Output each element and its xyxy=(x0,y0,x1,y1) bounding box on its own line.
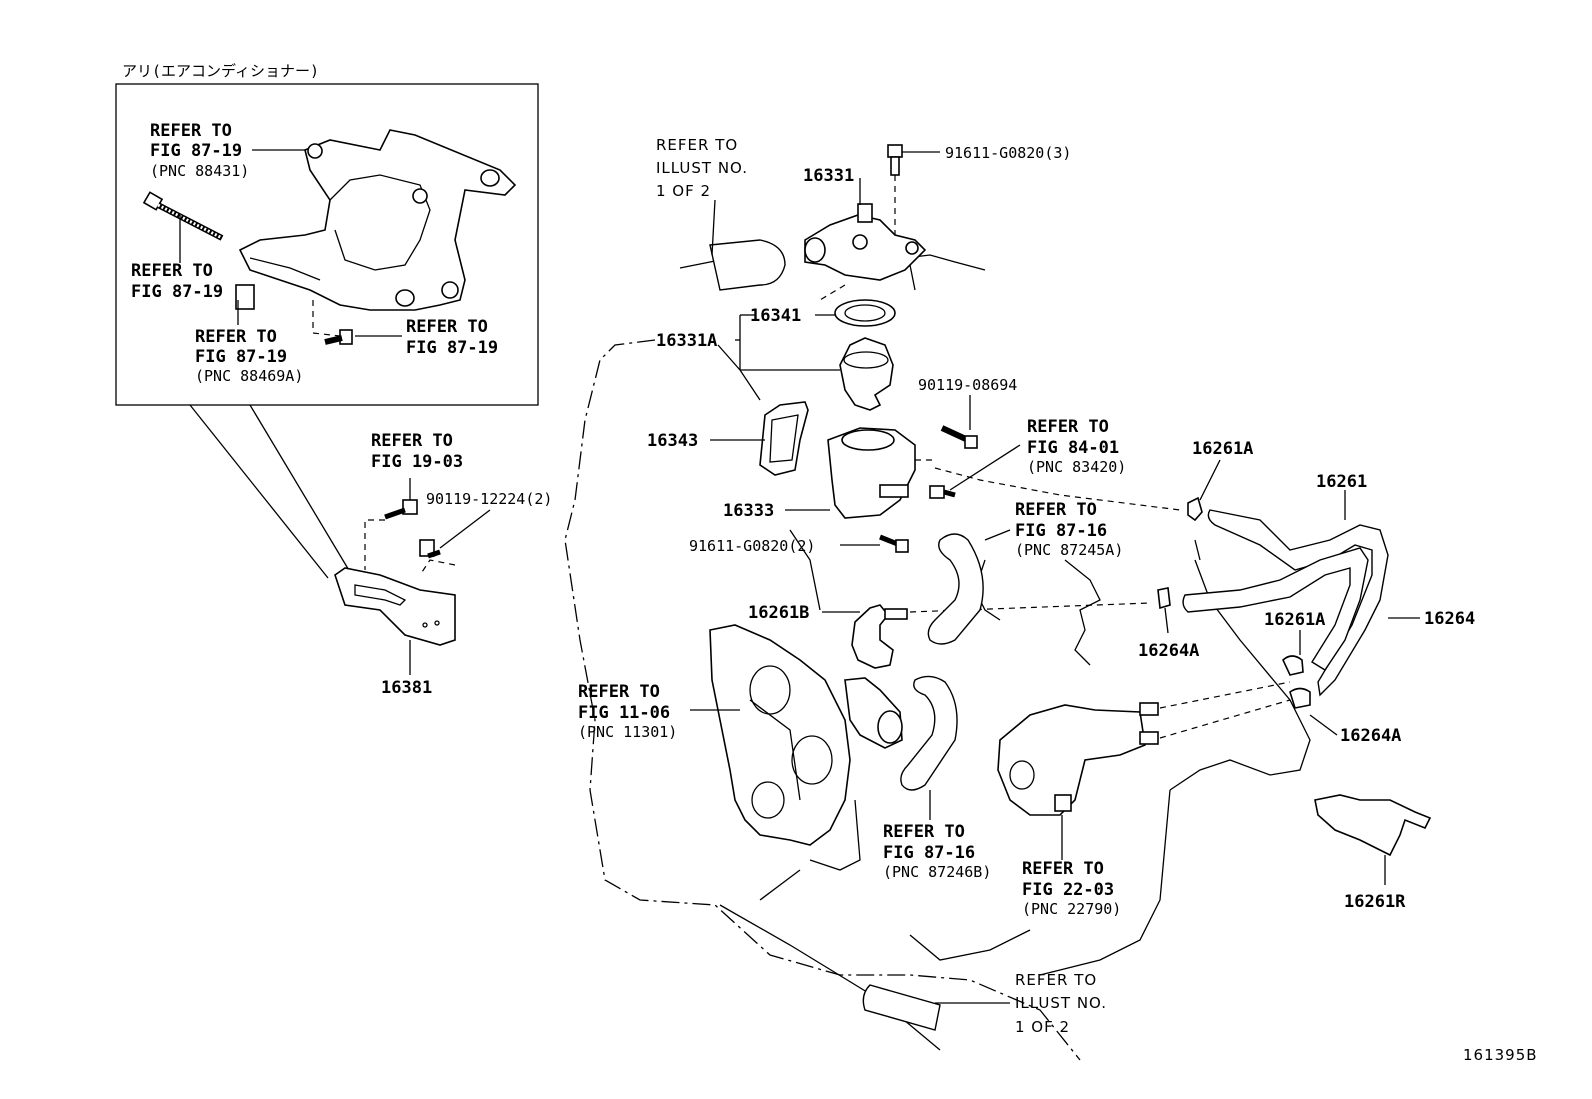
svg-text:FIG 84-01: FIG 84-01 xyxy=(1027,438,1119,458)
inset-frame xyxy=(115,83,539,406)
elbow-16261B-icon xyxy=(851,604,908,669)
bolt-91611-3-icon xyxy=(887,144,903,176)
nut-icon xyxy=(235,284,255,310)
svg-text:REFER TO: REFER TO xyxy=(150,121,232,141)
svg-text:(PNC 88431): (PNC 88431) xyxy=(150,162,249,180)
part-16261B[interactable]: 16261B xyxy=(748,603,809,623)
part-16264[interactable]: 16264 xyxy=(1424,609,1475,629)
ref-fig-87-16-a[interactable]: REFER TO FIG 87-16 (PNC 87245A) xyxy=(1015,500,1123,559)
gasket-16343-icon xyxy=(759,401,809,476)
part-16261A-1[interactable]: 16261A xyxy=(1192,439,1253,459)
svg-text:REFER TO: REFER TO xyxy=(656,136,738,154)
svg-text:FIG 87-16: FIG 87-16 xyxy=(883,843,975,863)
svg-text:REFER TO: REFER TO xyxy=(883,822,965,842)
svg-text:FIG 11-06: FIG 11-06 xyxy=(578,703,670,723)
svg-text:FIG 87-19: FIG 87-19 xyxy=(131,282,223,302)
water-pipe-icon xyxy=(844,677,903,749)
hose-16261-icon xyxy=(1207,509,1389,697)
svg-text:ILLUST NO.: ILLUST NO. xyxy=(1015,994,1107,1012)
ref-fig-19-03[interactable]: REFER TO FIG 19-03 xyxy=(371,431,463,472)
clip-16261A-1-icon xyxy=(1187,496,1203,522)
figure-code: 161395B xyxy=(1463,1046,1538,1064)
svg-text:FIG 87-19: FIG 87-19 xyxy=(150,141,242,161)
svg-text:FIG 19-03: FIG 19-03 xyxy=(371,452,463,472)
svg-text:(PNC 88469A): (PNC 88469A) xyxy=(195,367,303,385)
svg-text:FIG 22-03: FIG 22-03 xyxy=(1022,880,1114,900)
ref-illust-top[interactable]: REFER TO ILLUST NO. 1 OF 2 xyxy=(656,136,748,200)
svg-text:REFER TO: REFER TO xyxy=(131,261,213,281)
svg-text:FIG 87-19: FIG 87-19 xyxy=(406,338,498,358)
part-90119-08694[interactable]: 90119-08694 xyxy=(918,376,1017,394)
hose-16264-icon xyxy=(1182,547,1369,671)
inset-aircon: アリ(エアコンディショナー) xyxy=(115,62,539,579)
svg-text:REFER TO: REFER TO xyxy=(406,317,488,337)
inset-ref-4[interactable]: REFER TO FIG 87-19 xyxy=(406,317,498,358)
ref-fig-22-03[interactable]: REFER TO FIG 22-03 (PNC 22790) xyxy=(1022,859,1121,918)
part-16261[interactable]: 16261 xyxy=(1316,472,1367,492)
svg-text:REFER TO: REFER TO xyxy=(1022,859,1104,879)
small-bolt-icon xyxy=(324,329,353,345)
svg-text:(PNC 87246B): (PNC 87246B) xyxy=(883,863,991,881)
hose-87246B-icon xyxy=(900,675,958,791)
svg-text:1 OF 2: 1 OF 2 xyxy=(656,182,711,200)
part-91611-g0820-2[interactable]: 91611-G0820(2) xyxy=(689,537,815,555)
svg-text:REFER TO: REFER TO xyxy=(1015,971,1097,989)
part-16333[interactable]: 16333 xyxy=(723,501,774,521)
svg-text:FIG 87-16: FIG 87-16 xyxy=(1015,521,1107,541)
hose-top-left xyxy=(709,199,786,291)
bolt-84-01-icon xyxy=(929,485,956,499)
svg-text:(PNC 87245A): (PNC 87245A) xyxy=(1015,541,1123,559)
part-16261A-2[interactable]: 16261A xyxy=(1264,610,1325,630)
part-90119-12224[interactable]: 90119-12224(2) xyxy=(426,490,552,508)
ac-bracket-icon xyxy=(238,129,517,311)
water-outlet-16331-icon xyxy=(804,203,927,281)
gasket-16341-icon xyxy=(834,299,896,327)
svg-text:REFER TO: REFER TO xyxy=(195,327,277,347)
clip-16261A-2-icon xyxy=(1282,655,1304,676)
part-16264A-1[interactable]: 16264A xyxy=(1138,641,1199,661)
svg-text:REFER TO: REFER TO xyxy=(1015,500,1097,520)
bolt-90119-08694-icon xyxy=(940,425,978,449)
inset-ref-2[interactable]: REFER TO FIG 87-19 xyxy=(131,261,223,302)
ref-fig-11-06[interactable]: REFER TO FIG 11-06 (PNC 11301) xyxy=(578,682,677,741)
part-16261R[interactable]: 16261R xyxy=(1344,892,1406,912)
svg-text:(PNC 83420): (PNC 83420) xyxy=(1027,458,1126,476)
bracket-16381-icon xyxy=(334,567,456,646)
svg-text:REFER TO: REFER TO xyxy=(578,682,660,702)
part-16343[interactable]: 16343 xyxy=(647,431,698,451)
part-16331A[interactable]: 16331A xyxy=(656,331,717,351)
clip-16264A-2-icon xyxy=(1289,687,1311,709)
timing-cover-icon xyxy=(709,624,851,846)
bolt-90119-12224-icon xyxy=(419,539,441,559)
actuator-22790-icon xyxy=(997,702,1159,816)
bolt-19-03-icon xyxy=(384,499,418,520)
svg-text:FIG 87-19: FIG 87-19 xyxy=(195,347,287,367)
svg-text:ILLUST NO.: ILLUST NO. xyxy=(656,159,748,177)
ref-illust-bottom[interactable]: REFER TO ILLUST NO. 1 OF 2 xyxy=(1015,971,1107,1036)
svg-text:(PNC 22790): (PNC 22790) xyxy=(1022,900,1121,918)
svg-text:1 OF 2: 1 OF 2 xyxy=(1015,1018,1070,1036)
part-16264A-2[interactable]: 16264A xyxy=(1340,726,1401,746)
inset-ref-3[interactable]: REFER TO FIG 87-19 (PNC 88469A) xyxy=(195,327,303,385)
part-16381[interactable]: 16381 xyxy=(381,678,432,698)
long-bolt-icon xyxy=(142,191,224,241)
part-91611-g0820-3[interactable]: 91611-G0820(3) xyxy=(945,144,1071,162)
hose-87245A-icon xyxy=(927,533,984,645)
svg-text:(PNC 11301): (PNC 11301) xyxy=(578,723,677,741)
bracket-16261R-icon xyxy=(1314,794,1432,857)
clip-16264A-1-icon xyxy=(1157,587,1171,610)
inset-ref-1[interactable]: REFER TO FIG 87-19 (PNC 88431) xyxy=(150,121,249,180)
bolt-91611-2-icon xyxy=(879,534,909,553)
ref-fig-84-01[interactable]: REFER TO FIG 84-01 (PNC 83420) xyxy=(1027,417,1126,476)
thermostat-16331A-icon xyxy=(839,337,894,411)
inset-title: アリ(エアコンディショナー) xyxy=(122,62,319,80)
hose-bottom xyxy=(862,984,941,1031)
svg-text:REFER TO: REFER TO xyxy=(1027,417,1109,437)
part-16341[interactable]: 16341 xyxy=(750,306,801,326)
svg-text:REFER TO: REFER TO xyxy=(371,431,453,451)
part-16331[interactable]: 16331 xyxy=(803,166,854,186)
water-inlet-16333-icon xyxy=(827,427,916,519)
ref-fig-87-16-b[interactable]: REFER TO FIG 87-16 (PNC 87246B) xyxy=(883,822,991,881)
